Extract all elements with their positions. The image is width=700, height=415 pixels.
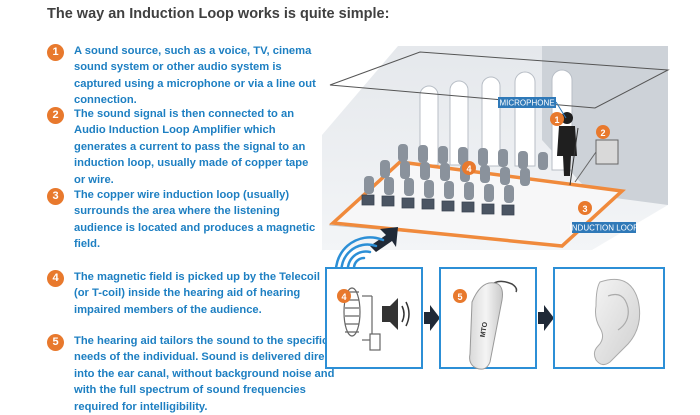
microphone-label-box (498, 97, 556, 108)
step-3: 3 The copper wire induction loop (usuall… (47, 187, 322, 253)
magnetic-field-waves (334, 236, 385, 282)
audience-seating (361, 144, 548, 216)
step-number-badge: 3 (47, 188, 64, 205)
floor (329, 162, 623, 246)
arrow-right-1 (424, 305, 440, 331)
induction-loop-label: INDUCTION LOOP (570, 224, 639, 233)
badge-5: 5 (457, 292, 462, 302)
badge-2: 2 (600, 128, 605, 138)
step-text: A sound source, such as a voice, TV, cin… (74, 45, 316, 107)
step-5: 5 The hearing aid tailors the sound to t… (47, 333, 517, 415)
arrow-right-2 (538, 305, 554, 331)
badge-3: 3 (582, 204, 587, 214)
step-4: 4 The magnetic field is picked up by the… (47, 269, 322, 318)
diagram-badges: 1 2 3 4 (462, 112, 610, 215)
step-number-badge: 5 (47, 334, 64, 351)
step-text: The sound signal is then connected to an… (74, 108, 309, 186)
step-number-badge: 2 (47, 107, 64, 124)
room-scene (322, 46, 670, 250)
page-title: The way an Induction Loop works is quite… (47, 6, 390, 22)
step-number-badge: 1 (47, 44, 64, 61)
amplifier-box (595, 139, 619, 165)
induction-loop-wire (328, 160, 626, 248)
panel-ear (553, 267, 665, 369)
badge-4-panel: 4 (341, 292, 346, 302)
step-text: The magnetic field is picked up by the T… (74, 271, 320, 316)
arrow-down-left (370, 227, 398, 252)
ceiling-outline (329, 51, 670, 109)
induction-loop-label-box (572, 222, 636, 233)
step-text: The copper wire induction loop (usually)… (74, 189, 316, 251)
step-number-badge: 4 (47, 270, 64, 287)
microphone-cable (569, 127, 579, 186)
step-2: 2 The sound signal is then connected to … (47, 106, 322, 188)
room-windows (419, 69, 573, 171)
step-text: The hearing aid tailors the sound to the… (74, 335, 344, 413)
speaker-person (557, 112, 577, 176)
badge-4-scene: 4 (466, 164, 471, 174)
microphone-label: MICROPHONE (499, 99, 554, 108)
amplifier-cable (574, 151, 597, 183)
step-1: 1 A sound source, such as a voice, TV, c… (47, 43, 322, 109)
badge-1: 1 (554, 115, 559, 125)
